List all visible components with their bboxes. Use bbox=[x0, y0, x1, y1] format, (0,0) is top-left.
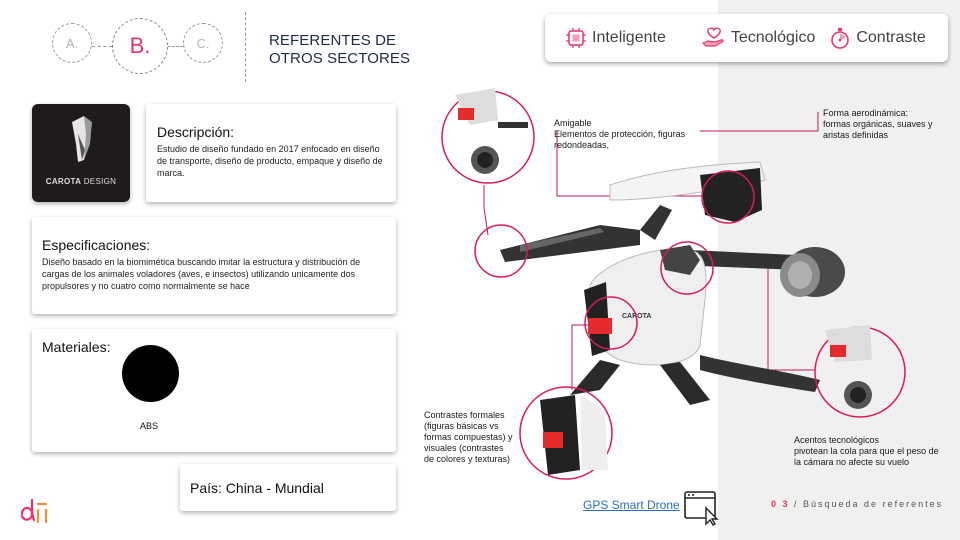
annotation-title: Amigable bbox=[554, 118, 592, 128]
header-divider bbox=[245, 12, 246, 82]
detail-camera-top bbox=[455, 88, 528, 174]
country-card: País: China - Mundial bbox=[180, 464, 396, 511]
drone-body: CAROTA bbox=[500, 161, 845, 405]
annotation-title: Acentos tecnológicos bbox=[794, 435, 880, 445]
timer-icon bbox=[831, 28, 850, 49]
keyword-tecnologico: Tecnológico bbox=[701, 27, 816, 49]
chip-icon bbox=[566, 28, 586, 48]
browser-click-icon[interactable] bbox=[684, 490, 720, 526]
gps-smart-drone-link[interactable]: GPS Smart Drone bbox=[583, 498, 680, 512]
keyword-label: Inteligente bbox=[592, 29, 666, 46]
keyword-label: Tecnológico bbox=[730, 29, 816, 46]
specifications-title: Especificaciones: bbox=[42, 237, 151, 253]
keyword-contraste: Contraste bbox=[829, 27, 926, 49]
description-title: Descripción: bbox=[157, 124, 235, 140]
logo-suffix: DESIGN bbox=[83, 177, 117, 186]
annotation-forma: Forma aerodinámica: formas orgánicas, su… bbox=[823, 108, 933, 141]
step-a[interactable]: A. bbox=[52, 23, 92, 63]
step-c[interactable]: C. bbox=[183, 23, 223, 63]
annotation-acentos: Acentos tecnológicos pivotean la cola pa… bbox=[794, 435, 944, 468]
step-connector bbox=[168, 46, 183, 47]
description-text: Estudio de diseño fundado en 2017 enfoca… bbox=[157, 144, 383, 178]
page-number: 0 3 / Búsqueda de referentes bbox=[771, 499, 943, 509]
description-card: Descripción: Estudio de diseño fundado e… bbox=[146, 104, 396, 202]
annotation-title: Contrastes formales (figuras básicas vs … bbox=[424, 410, 513, 464]
annotation-text: pivotean la cola para que el peso de la … bbox=[794, 446, 939, 467]
detail-camera-bottom bbox=[825, 325, 872, 409]
detail-fuselage bbox=[540, 395, 608, 475]
materials-card: Materiales: bbox=[32, 329, 396, 452]
step-b-active[interactable]: B. bbox=[112, 18, 168, 74]
hand-heart-icon bbox=[701, 27, 724, 47]
page-index: 0 3 bbox=[771, 499, 790, 509]
logo-wordmark: CAROTA DESIGN bbox=[32, 177, 130, 186]
carota-logo-icon bbox=[72, 116, 92, 162]
page-label: / Búsqueda de referentes bbox=[789, 499, 944, 509]
logo-brand: CAROTA bbox=[45, 177, 82, 186]
material-label: ABS bbox=[140, 421, 159, 431]
step-connector bbox=[92, 46, 112, 47]
annotation-amigable: Amigable Elementos de protección, figura… bbox=[554, 118, 694, 151]
annotation-title: Forma aerodinámica: bbox=[823, 108, 909, 118]
materials-title: Materiales: bbox=[42, 339, 111, 355]
brand-logo-card: CAROTA DESIGN bbox=[32, 104, 130, 202]
keyword-inteligente: Inteligente bbox=[565, 27, 666, 49]
keywords-bar: Inteligente Tecnológico Contraste bbox=[545, 14, 948, 62]
material-swatch bbox=[122, 345, 179, 402]
annotation-text: Elementos de protección, figuras redonde… bbox=[554, 129, 686, 150]
section-title: REFERENTES DE OTROS SECTORES bbox=[269, 32, 411, 67]
specifications-text: Diseño basado en la biomimética buscando… bbox=[42, 257, 361, 291]
annotation-text: formas orgánicas, suaves y aristas defin… bbox=[823, 119, 933, 140]
brand-logo-icon bbox=[20, 498, 48, 524]
specifications-card: Especificaciones: Diseño basado en la bi… bbox=[32, 217, 396, 314]
keyword-label: Contraste bbox=[856, 29, 926, 46]
annotation-contrastes: Contrastes formales (figuras básicas vs … bbox=[424, 410, 516, 465]
